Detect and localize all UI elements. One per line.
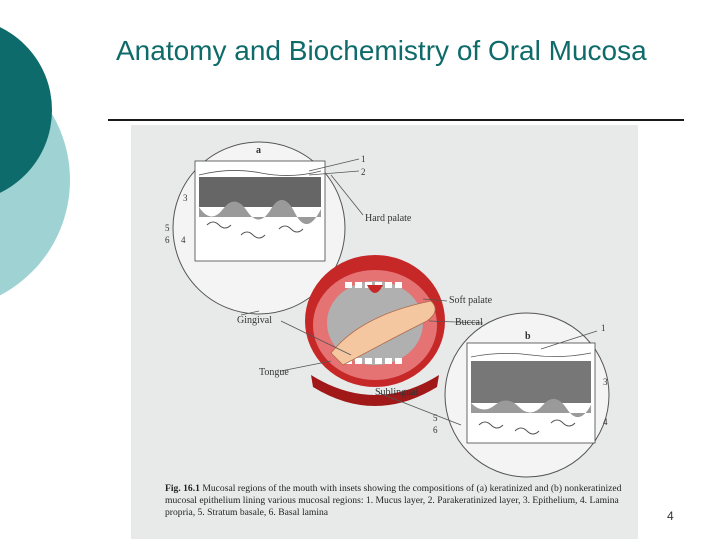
label-soft-palate: Soft palate: [449, 295, 493, 306]
figure-caption: Fig. 16.1 Mucosal regions of the mouth w…: [165, 483, 625, 519]
layer-number: 2: [361, 167, 366, 177]
inset-a: a: [172, 141, 346, 315]
layer-number: 4: [603, 417, 608, 427]
label-tongue: Tongue: [259, 367, 289, 378]
layer-number: 4: [181, 235, 186, 245]
layer-number: 5: [433, 413, 438, 423]
layer-number: 6: [165, 235, 170, 245]
slide-title: Anatomy and Biochemistry of Oral Mucosa: [116, 35, 647, 66]
caption-text: Mucosal regions of the mouth with insets…: [165, 483, 622, 518]
inset-b: b: [444, 312, 610, 478]
layer-number: 1: [601, 323, 606, 333]
label-buccal: Buccal: [455, 317, 483, 328]
label-gingival: Gingival: [237, 315, 272, 326]
mouth-illustration: [305, 255, 445, 406]
slide-number: 4: [667, 509, 674, 523]
layer-number: 5: [165, 223, 170, 233]
label-sublingual: Sublingual: [375, 387, 419, 398]
layer-number: 3: [183, 193, 188, 203]
inset-b-label: b: [525, 331, 531, 342]
inset-a-label: a: [256, 145, 261, 156]
layer-number: 3: [603, 377, 608, 387]
label-hard-palate: Hard palate: [365, 213, 412, 224]
layer-number: 6: [433, 425, 438, 435]
oral-mucosa-figure: a b: [131, 125, 638, 539]
pointer-lines: [240, 158, 598, 426]
caption-label: Fig. 16.1: [165, 483, 200, 494]
layer-number: 1: [361, 154, 366, 164]
decorative-circles: [0, 27, 70, 296]
title-divider: [108, 119, 684, 121]
